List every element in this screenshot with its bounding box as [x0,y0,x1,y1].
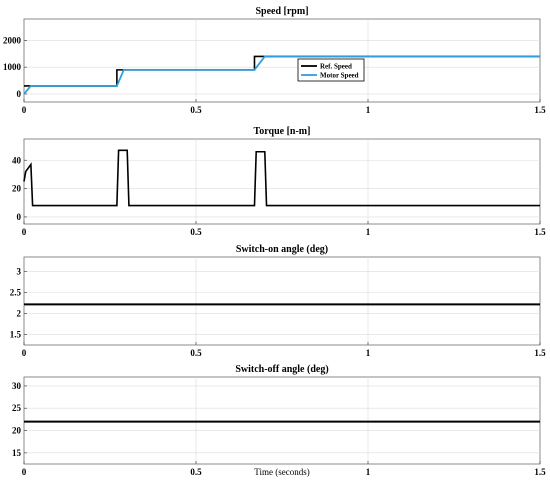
y-tick-label: 15 [12,448,22,458]
plot-area [23,138,541,225]
chart-title: Switch-on angle (deg) [236,244,328,255]
y-tick-label: 1.5 [10,330,22,340]
x-tick-label: 0.5 [190,105,202,115]
legend-label-1: Ref. Speed [320,63,352,71]
y-tick-label: 0 [17,212,22,222]
x-tick-label: 1 [366,105,371,115]
series-line-1 [23,149,540,207]
chart-title: Torque [n-m] [254,126,311,137]
series-line-2 [23,55,540,95]
x-tick-label: 1.5 [534,105,546,115]
y-tick-label: 2000 [3,35,22,45]
panel-2: Torque [n-m] 0 0.5 1 1.5 0 20 40 [12,126,546,237]
x-tick-label: 1 [366,348,371,358]
y-tick-label: 40 [12,155,22,165]
legend-label-2: Motor Speed [320,72,359,80]
x-axis-label: Time (seconds) [254,467,309,477]
x-tick-label: 0 [22,105,27,115]
panel-4: Switch-off angle (deg) 0 0.5 1 1.5 15 20 25 30Ti… [12,364,546,477]
x-tick-label: 1.5 [534,467,546,477]
x-tick-label: 0.5 [190,348,202,358]
x-tick-label: 0.5 [190,227,202,237]
x-tick-label: 1.5 [534,227,546,237]
plot-area [23,256,541,346]
x-tick-label: 1.5 [534,348,546,358]
plot-area [23,376,541,465]
plot-area [23,18,541,103]
chart-title: Switch-off angle (deg) [235,364,328,375]
y-tick-label: 25 [12,403,22,413]
y-tick-label: 30 [12,381,22,391]
x-tick-label: 0 [22,227,27,237]
x-tick-label: 0 [22,467,27,477]
x-tick-label: 1 [366,227,371,237]
x-tick-label: 0.5 [190,467,202,477]
x-tick-label: 0 [22,348,27,358]
y-tick-label: 20 [12,426,22,436]
panel-3: Switch-on angle (deg) 0 0.5 1 1.5 1.5 2 2.5 3 [10,244,546,358]
y-tick-label: 3 [17,267,22,277]
y-tick-label: 2.5 [10,288,22,298]
chart-title: Speed [rpm] [255,6,308,17]
x-tick-label: 1 [366,467,371,477]
y-tick-label: 2 [17,309,22,319]
y-tick-label: 20 [12,184,22,194]
y-tick-label: 1000 [3,62,22,72]
y-tick-label: 0 [17,89,22,99]
